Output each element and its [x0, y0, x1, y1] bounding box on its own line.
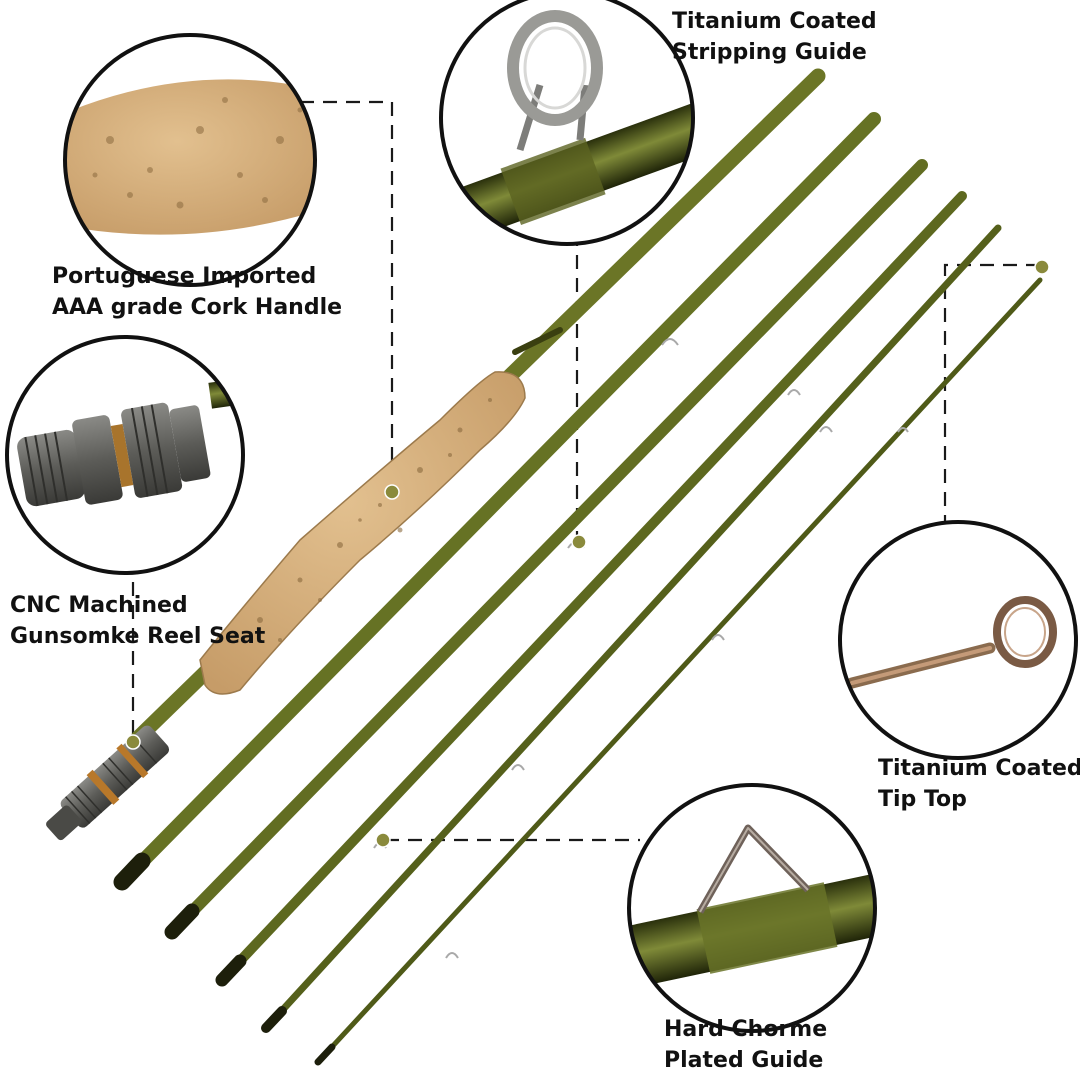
rod-ferrule-ends — [113, 852, 336, 1066]
rod-section-6 — [315, 277, 1043, 1065]
callout-cork-handle-line1: Portuguese Imported — [52, 264, 317, 289]
marker-dot-stripping-guide — [571, 534, 587, 550]
leader-line-cork — [300, 100, 394, 492]
reel-seat — [46, 725, 170, 841]
hook-keeper — [512, 327, 563, 355]
callout-reel-seat: CNC Machined Gunsomke Reel Seat — [10, 590, 265, 652]
marker-dot-chrome-guide — [375, 832, 391, 848]
callout-stripping-guide: Titanium Coated Stripping Guide — [672, 6, 877, 68]
callout-cork-handle: Portuguese Imported AAA grade Cork Handl… — [52, 261, 342, 323]
marker-dot-tip-top — [1034, 259, 1050, 275]
callout-chrome-guide-line1: Hard Chorme — [664, 1017, 828, 1042]
detail-circle-tip-top — [840, 522, 1076, 758]
marker-dots — [125, 259, 1050, 848]
callout-chrome-guide: Hard Chorme Plated Guide — [664, 1014, 827, 1076]
rod-section-3 — [166, 159, 928, 938]
callout-tip-top: Titanium Coated Tip Top — [878, 753, 1080, 815]
marker-dot-cork — [384, 484, 400, 500]
rod-section-5 — [262, 224, 1002, 1032]
callout-stripping-guide-line1: Titanium Coated — [672, 9, 877, 34]
marker-dot-reel-seat — [125, 734, 141, 750]
callout-tip-top-line2: Tip Top — [878, 787, 967, 812]
rod-section-2 — [115, 112, 881, 889]
callout-chrome-guide-line2: Plated Guide — [664, 1048, 824, 1073]
callout-cork-handle-line2: AAA grade Cork Handle — [52, 295, 343, 320]
detail-circle-cork — [65, 35, 315, 285]
leader-line-tip-top — [943, 263, 1040, 522]
detail-circle-stripping-guide — [441, 0, 693, 244]
callout-reel-seat-line2: Gunsomke Reel Seat — [10, 624, 266, 649]
callout-stripping-guide-line2: Stripping Guide — [672, 40, 867, 65]
leader-lines — [131, 100, 1040, 842]
callout-tip-top-line1: Titanium Coated — [878, 756, 1080, 781]
rod-section-4 — [217, 191, 967, 985]
detail-circle-reel-seat — [7, 337, 243, 573]
detail-circle-chrome-guide — [629, 785, 875, 1031]
cork-handle — [199, 371, 526, 695]
callout-reel-seat-line1: CNC Machined — [10, 593, 188, 618]
cork-texture — [257, 398, 492, 642]
